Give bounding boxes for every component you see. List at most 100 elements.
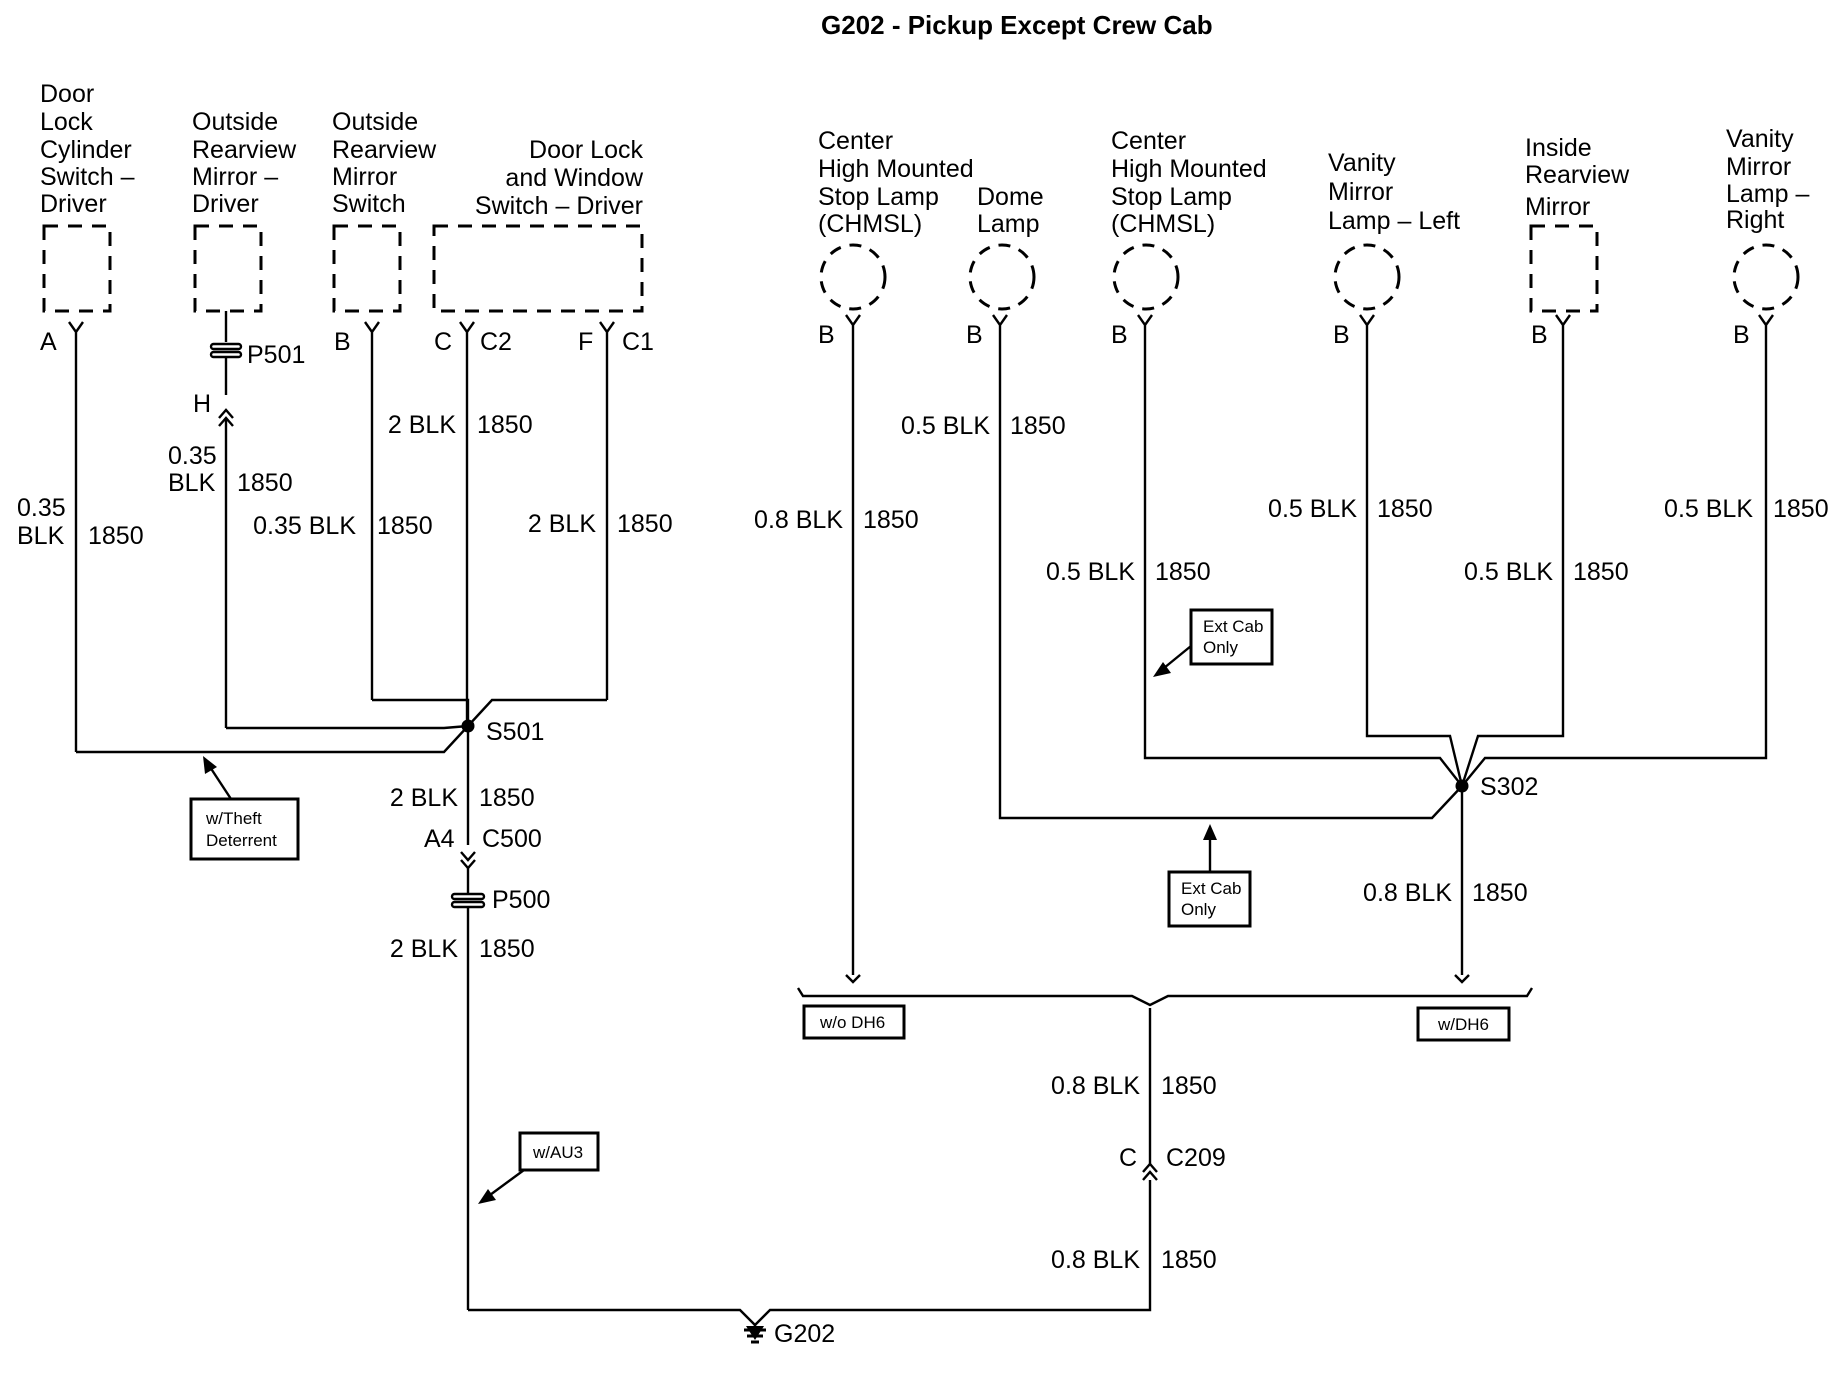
wire-label: 0.5 BLK — [1046, 558, 1135, 586]
wire-color: BLK — [17, 522, 65, 550]
w-dh6-note: w/DH6 — [1416, 1006, 1511, 1042]
circuit-number: 1850 — [1161, 1246, 1217, 1274]
label-line: Switch – — [40, 163, 135, 191]
label-line: Lamp – — [1726, 180, 1809, 208]
circuit-number: 1850 — [1773, 495, 1829, 523]
wire-label: 2 BLK — [390, 784, 458, 812]
circuit-number: 1850 — [88, 522, 144, 550]
label-line: Cylinder — [40, 136, 132, 164]
c500-connector — [460, 851, 476, 870]
p501-label: P501 — [247, 341, 305, 369]
wire-label: 0.35 BLK — [253, 512, 356, 540]
wire-color: BLK — [168, 469, 216, 497]
wire-label: 0.8 BLK — [1051, 1246, 1140, 1274]
circuit-number: 1850 — [1010, 412, 1066, 440]
wire-gauge: 0.35 — [168, 442, 217, 470]
pin-h: H — [193, 390, 211, 418]
wire-label: 2 BLK — [388, 411, 456, 439]
note-line: Only — [1203, 638, 1238, 657]
c500-label: C500 — [482, 825, 542, 853]
pin-marks-left — [68, 311, 615, 752]
pin-c2: C2 — [480, 328, 512, 356]
vanity-mirror-lamp-right: Vanity Mirror Lamp – Right — [1726, 125, 1809, 311]
pin-b: B — [1733, 321, 1750, 349]
label-line: Mirror – — [192, 163, 278, 191]
door-lock-cylinder-switch: Door Lock Cylinder Switch – Driver — [40, 80, 135, 313]
label-line: Mirror — [1328, 178, 1393, 206]
pin-c: C — [434, 328, 452, 356]
label-line: Mirror — [1726, 153, 1791, 181]
vanity-mirror-lamp-left: Vanity Mirror Lamp – Left — [1328, 149, 1460, 311]
wire-label: 2 BLK — [390, 935, 458, 963]
lamp-symbol — [1112, 243, 1180, 311]
label-line: Lamp – Left — [1328, 207, 1460, 235]
label-line: Door Lock — [529, 136, 643, 164]
label-line: Mirror — [332, 163, 397, 191]
label-line: Rearview — [332, 136, 437, 164]
circuit-number: 1850 — [1377, 495, 1433, 523]
label-line: Switch – Driver — [475, 192, 643, 220]
component-box — [1529, 224, 1599, 313]
wire-label: 0.8 BLK — [754, 506, 843, 534]
door-lock-window-switch: Door Lock and Window Switch – Driver — [432, 136, 644, 313]
wires-right — [796, 314, 1774, 1305]
label-line: High Mounted — [1111, 155, 1267, 183]
note-line: Ext Cab — [1181, 879, 1241, 898]
label-line: High Mounted — [818, 155, 974, 183]
label-line: Outside — [192, 108, 278, 136]
label-line: Inside — [1525, 134, 1592, 162]
pin-c1: C1 — [622, 328, 654, 356]
circuit-number: 1850 — [479, 784, 535, 812]
p500-connector — [450, 868, 486, 1310]
ext-cab-only-note-lower: Ext Cab Only — [1167, 824, 1252, 928]
label-line: Vanity — [1726, 125, 1794, 153]
note-text: w/AU3 — [532, 1143, 583, 1162]
ext-cab-only-note-upper: Ext Cab Only — [1153, 608, 1274, 677]
note-line: Only — [1181, 900, 1216, 919]
label-line: Rearview — [192, 136, 297, 164]
lamp-symbol — [1732, 243, 1800, 311]
circuit-number: 1850 — [863, 506, 919, 534]
label-line: Center — [818, 127, 893, 155]
note-line: w/Theft — [205, 809, 262, 828]
s501-bus — [76, 698, 607, 845]
pin-c-c209: C — [1119, 1144, 1137, 1172]
label-line: and Window — [505, 164, 644, 192]
circuit-number: 1850 — [237, 469, 293, 497]
au3-note: w/AU3 — [478, 1131, 600, 1204]
note-text: w/o DH6 — [819, 1013, 885, 1032]
pin-b: B — [966, 321, 983, 349]
label-line: Lamp — [977, 210, 1040, 238]
component-box — [193, 224, 263, 313]
wire-label: 0.5 BLK — [1464, 558, 1553, 586]
wire-label: 0.5 BLK — [1664, 495, 1753, 523]
label-line: (CHMSL) — [1111, 210, 1215, 238]
outside-rearview-mirror-driver: Outside Rearview Mirror – Driver — [192, 108, 297, 313]
circuit-number: 1850 — [1161, 1072, 1217, 1100]
pin-f: F — [578, 328, 593, 356]
s302-label: S302 — [1480, 773, 1538, 801]
circuit-number: 1850 — [1573, 558, 1629, 586]
circuit-number: 1850 — [1155, 558, 1211, 586]
chmsl-lamp-2: Center High Mounted Stop Lamp (CHMSL) — [1111, 127, 1267, 311]
note-text: w/DH6 — [1437, 1015, 1489, 1034]
circuit-number: 1850 — [1472, 879, 1528, 907]
pin-a: A — [40, 328, 57, 356]
diagram-title: G202 - Pickup Except Crew Cab — [821, 10, 1213, 40]
circuit-number: 1850 — [477, 411, 533, 439]
wire-label: 0.5 BLK — [1268, 495, 1357, 523]
label-line: Door — [40, 80, 94, 108]
wire-label: 2 BLK — [528, 510, 596, 538]
circuit-number: 1850 — [617, 510, 673, 538]
component-box — [432, 224, 644, 313]
outside-rearview-mirror-switch: Outside Rearview Mirror Switch — [332, 108, 437, 313]
label-line: Mirror — [1525, 193, 1590, 221]
label-line: Vanity — [1328, 149, 1396, 177]
wire-label: 0.5 BLK — [901, 412, 990, 440]
component-box — [332, 224, 402, 313]
g202-label: G202 — [774, 1320, 835, 1348]
circuit-number: 1850 — [479, 935, 535, 963]
pin-b: B — [818, 321, 835, 349]
label-line: Driver — [192, 190, 259, 218]
